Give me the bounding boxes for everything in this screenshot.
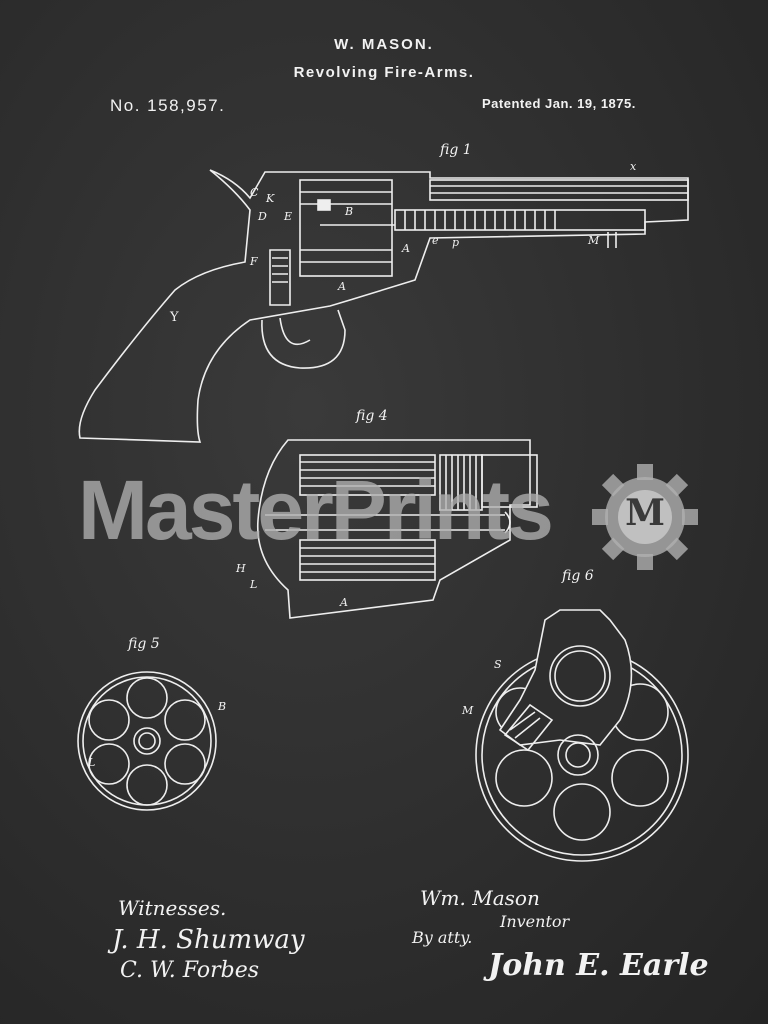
frame-cylinder-view — [475, 609, 689, 862]
part-label-k: K — [266, 192, 275, 205]
part-label-x: x — [630, 160, 637, 173]
part-label-d: D — [258, 210, 267, 223]
part-label-l: L — [250, 578, 258, 591]
part-label-p: p — [452, 236, 460, 249]
part-label-a: A — [402, 242, 410, 255]
attorney-signature: John E. Earle — [488, 948, 709, 983]
cylinder-end-view — [77, 671, 217, 811]
revolver-side-view — [78, 169, 689, 443]
fig-1-label: fig 1 — [440, 142, 472, 158]
part-label-m: M — [588, 234, 600, 247]
part-label-m2: M — [462, 704, 474, 717]
fig-6-label: fig 6 — [562, 568, 594, 584]
part-label-b2: B — [218, 700, 227, 713]
patent-number: No. 158,957. — [110, 96, 226, 115]
part-label-c: C — [250, 186, 259, 199]
part-label-a3: A — [340, 596, 348, 609]
watermark-logo-letter: M — [625, 492, 665, 534]
part-label-y: Y — [170, 310, 179, 325]
patent-title: Revolving Fire-Arms. — [293, 64, 475, 81]
witness-1-signature: J. H. Shumway — [112, 925, 305, 955]
part-label-a2: A — [338, 280, 346, 293]
part-label-e-lower: e — [432, 234, 439, 247]
fig-5-label: fig 5 — [128, 636, 160, 652]
part-label-e: E — [284, 210, 293, 223]
gear-logo-icon — [592, 464, 698, 570]
cylinder-section-view — [256, 439, 538, 619]
part-label-h: H — [236, 562, 246, 575]
part-label-b: B — [345, 205, 354, 218]
patent-date: Patented Jan. 19, 1875. — [482, 96, 636, 111]
watermark-brand: MasterPrints — [78, 463, 554, 557]
part-label-f: F — [250, 255, 258, 268]
inventor-name: Wm. Mason — [420, 886, 540, 910]
fig-4-label: fig 4 — [356, 408, 388, 424]
inventor-label: Inventor — [500, 912, 570, 931]
by-attorney-label: By atty. — [412, 928, 473, 947]
witnesses-label: Witnesses. — [118, 896, 227, 920]
part-label-l2: L — [88, 756, 96, 769]
part-label-s: S — [494, 658, 502, 671]
witness-2-signature: C. W. Forbes — [120, 958, 260, 983]
inventor-heading: W. MASON. — [334, 36, 434, 53]
